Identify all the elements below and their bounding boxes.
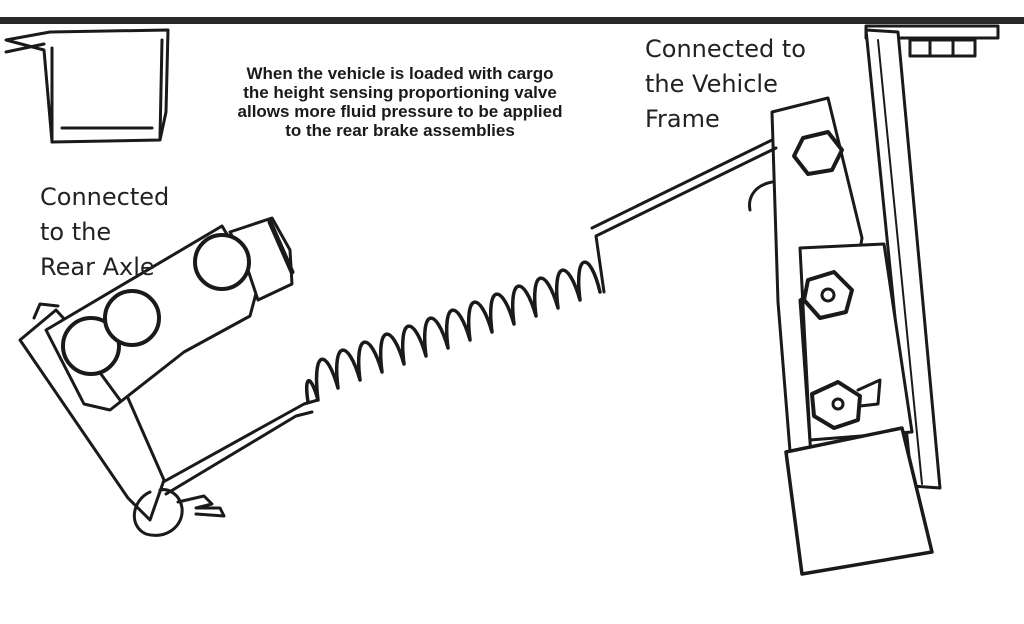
- explanation-caption: When the vehicle is loaded with cargo th…: [170, 64, 630, 140]
- lower-wing-nut: [810, 378, 882, 430]
- top-border-bar: [0, 17, 1024, 24]
- caption-line-4: to the rear brake assemblies: [285, 121, 515, 140]
- vehicle-frame-label-line-3: Frame: [645, 105, 720, 133]
- vehicle-frame-label: Connected to the Vehicle Frame: [645, 32, 806, 137]
- vehicle-frame-label-line-2: the Vehicle: [645, 70, 778, 98]
- rear-axle-label-line-2: to the: [40, 218, 112, 246]
- lower-linkage-rod: [154, 398, 320, 496]
- middle-hex-nut: [802, 270, 854, 320]
- axle-mount-bracket: [18, 302, 166, 522]
- valve-port-fitting-3: [193, 233, 251, 291]
- linkage-clip: [132, 488, 226, 537]
- valve-port-fitting-2: [103, 289, 161, 347]
- top-hex-bolt: [792, 130, 844, 176]
- caption-line-1: When the vehicle is loaded with cargo: [246, 64, 554, 83]
- valve-port-fitting-1: [61, 316, 121, 376]
- top-left-bracket: [4, 28, 170, 144]
- rear-axle-label-line-3: Rear Axle: [40, 253, 155, 281]
- upper-linkage-rod: [590, 138, 778, 294]
- caption-line-2: the height sensing proportioning valve: [243, 83, 557, 102]
- tension-spring: [305, 260, 602, 404]
- rear-axle-label-line-1: Connected: [40, 183, 170, 211]
- caption-line-3: allows more fluid pressure to be applied: [237, 102, 563, 121]
- rear-axle-label: Connected to the Rear Axle: [40, 180, 169, 285]
- vehicle-frame-label-line-1: Connected to: [645, 35, 806, 63]
